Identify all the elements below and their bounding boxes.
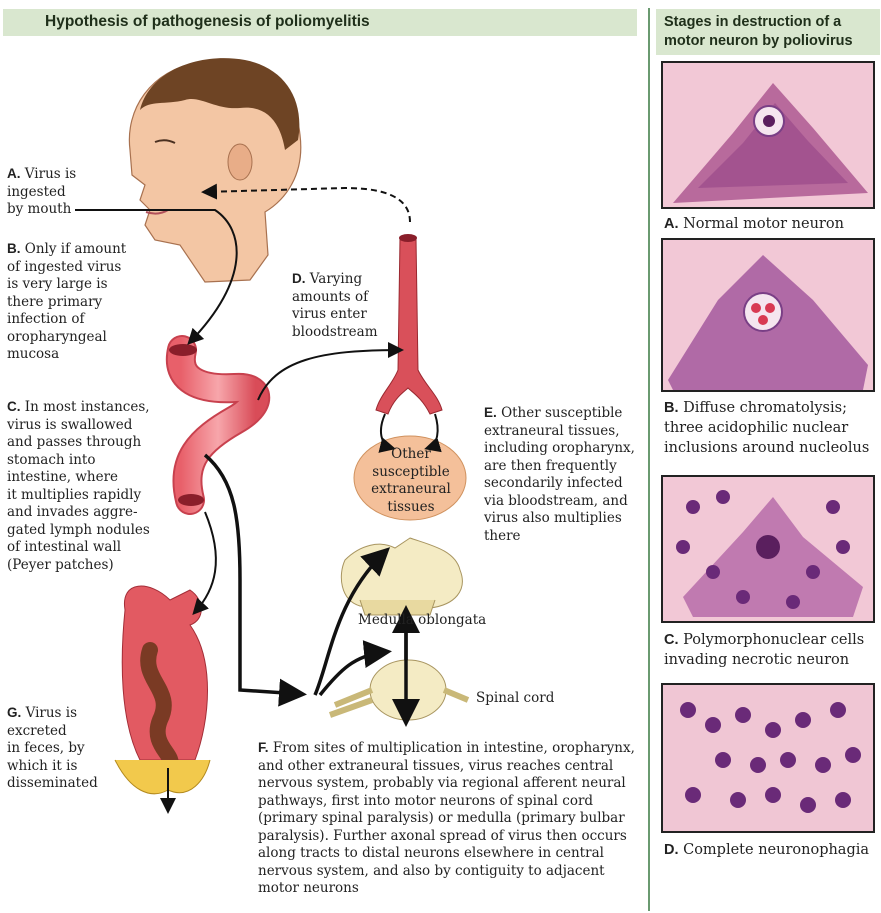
medulla-illustration <box>340 537 463 616</box>
rectum-illustration <box>114 585 211 795</box>
micrograph-b <box>661 238 875 392</box>
pathogenesis-illustration <box>75 58 470 814</box>
micrograph-c <box>661 475 875 623</box>
child-head <box>128 58 302 283</box>
caption-b: B. Diffuse chromatolysis; three acidophi… <box>664 400 870 456</box>
column-divider <box>648 8 650 911</box>
blood-vessel <box>375 234 443 415</box>
label-d: D. Varying amounts of virus enter bloods… <box>292 271 378 340</box>
intestine-segment <box>165 335 270 515</box>
label-f: F. From sites of multiplication in intes… <box>258 740 635 896</box>
label-e: E. Other susceptible extraneural tissues… <box>484 405 635 544</box>
label-a: A. Virus is ingested by mouth <box>7 166 77 217</box>
caption-a: A. Normal motor neuron <box>664 216 844 232</box>
label-b: B. Only if amount of ingested virus is v… <box>7 241 127 362</box>
spinal-cord-illustration <box>328 659 470 721</box>
micrograph-a <box>661 61 875 209</box>
label-c: C. In most instances, virus is swallowed… <box>7 399 150 573</box>
side-title: Stages in destruction of a motor neuron … <box>664 14 853 49</box>
side-title-bar: Stages in destruction of a motor neuron … <box>656 9 880 55</box>
label-g: G. Virus is excreted in feces, by which … <box>7 705 98 791</box>
other-tissues-ellipse <box>353 435 467 521</box>
label-medulla: Medulla oblongata <box>358 612 487 628</box>
micrograph-d <box>661 683 875 833</box>
main-title: Hypothesis of pathogenesis of poliomyeli… <box>45 13 370 30</box>
caption-d: D. Complete neuronophagia <box>664 842 870 858</box>
main-title-bar: Hypothesis of pathogenesis of poliomyeli… <box>3 9 637 36</box>
caption-c: C. Polymorphonuclear cells invading necr… <box>664 632 865 668</box>
label-other-tissues: Other susceptible extraneural tissues <box>371 446 451 515</box>
label-spinal-cord: Spinal cord <box>476 690 555 706</box>
